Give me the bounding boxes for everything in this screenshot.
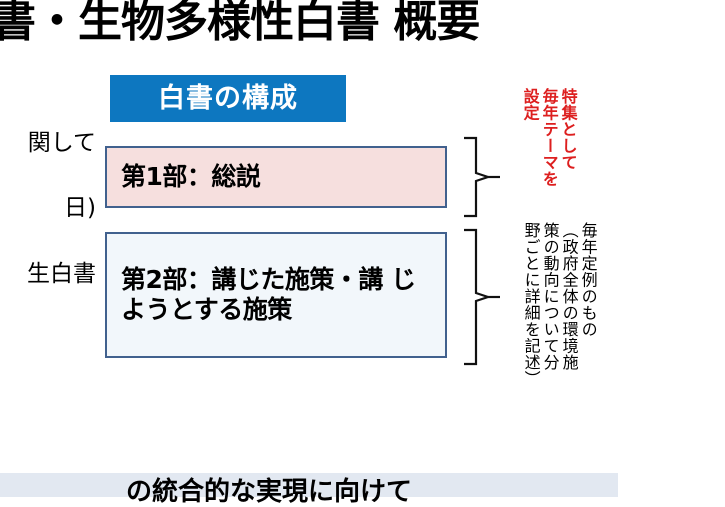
structure-heading-box: 白書の構成 [110,75,346,122]
annotation-part2-column: （政府全体の環境施 [559,222,579,371]
part-2-box: 第2部：講じた施策・講 じようとする施策 [105,232,447,358]
bottom-banner-text: の統合的な実現に向けて [125,477,412,507]
page-title: 書・生物多様性白書 概要 [0,0,480,47]
part-1-label: 第1部：総説 [121,161,261,191]
annotation-part1-column: 特集として [558,88,578,171]
annotation-part1-column: 設定 [520,88,540,121]
annotation-part1-column: 毎年テーマを [539,88,559,187]
left-text-fragment: 日) [64,195,96,221]
left-text-fragment: 関して [27,130,96,156]
annotation-part2-column: 野ごとに詳細を記述） [521,222,541,387]
brace-part-2-icon [462,228,502,366]
part-1-box: 第1部：総説 [105,146,447,208]
left-text-fragment: 生白書 [27,261,96,287]
annotation-part2-column: 策の動向について分 [540,222,560,371]
brace-part-1-icon [462,136,502,218]
bottom-banner [0,473,618,497]
annotation-part2-column: 毎年定例のもの [578,222,598,338]
part-2-label: 第2部：講じた施策・講 じようとする施策 [121,264,416,325]
structure-heading-label: 白書の構成 [158,83,298,114]
